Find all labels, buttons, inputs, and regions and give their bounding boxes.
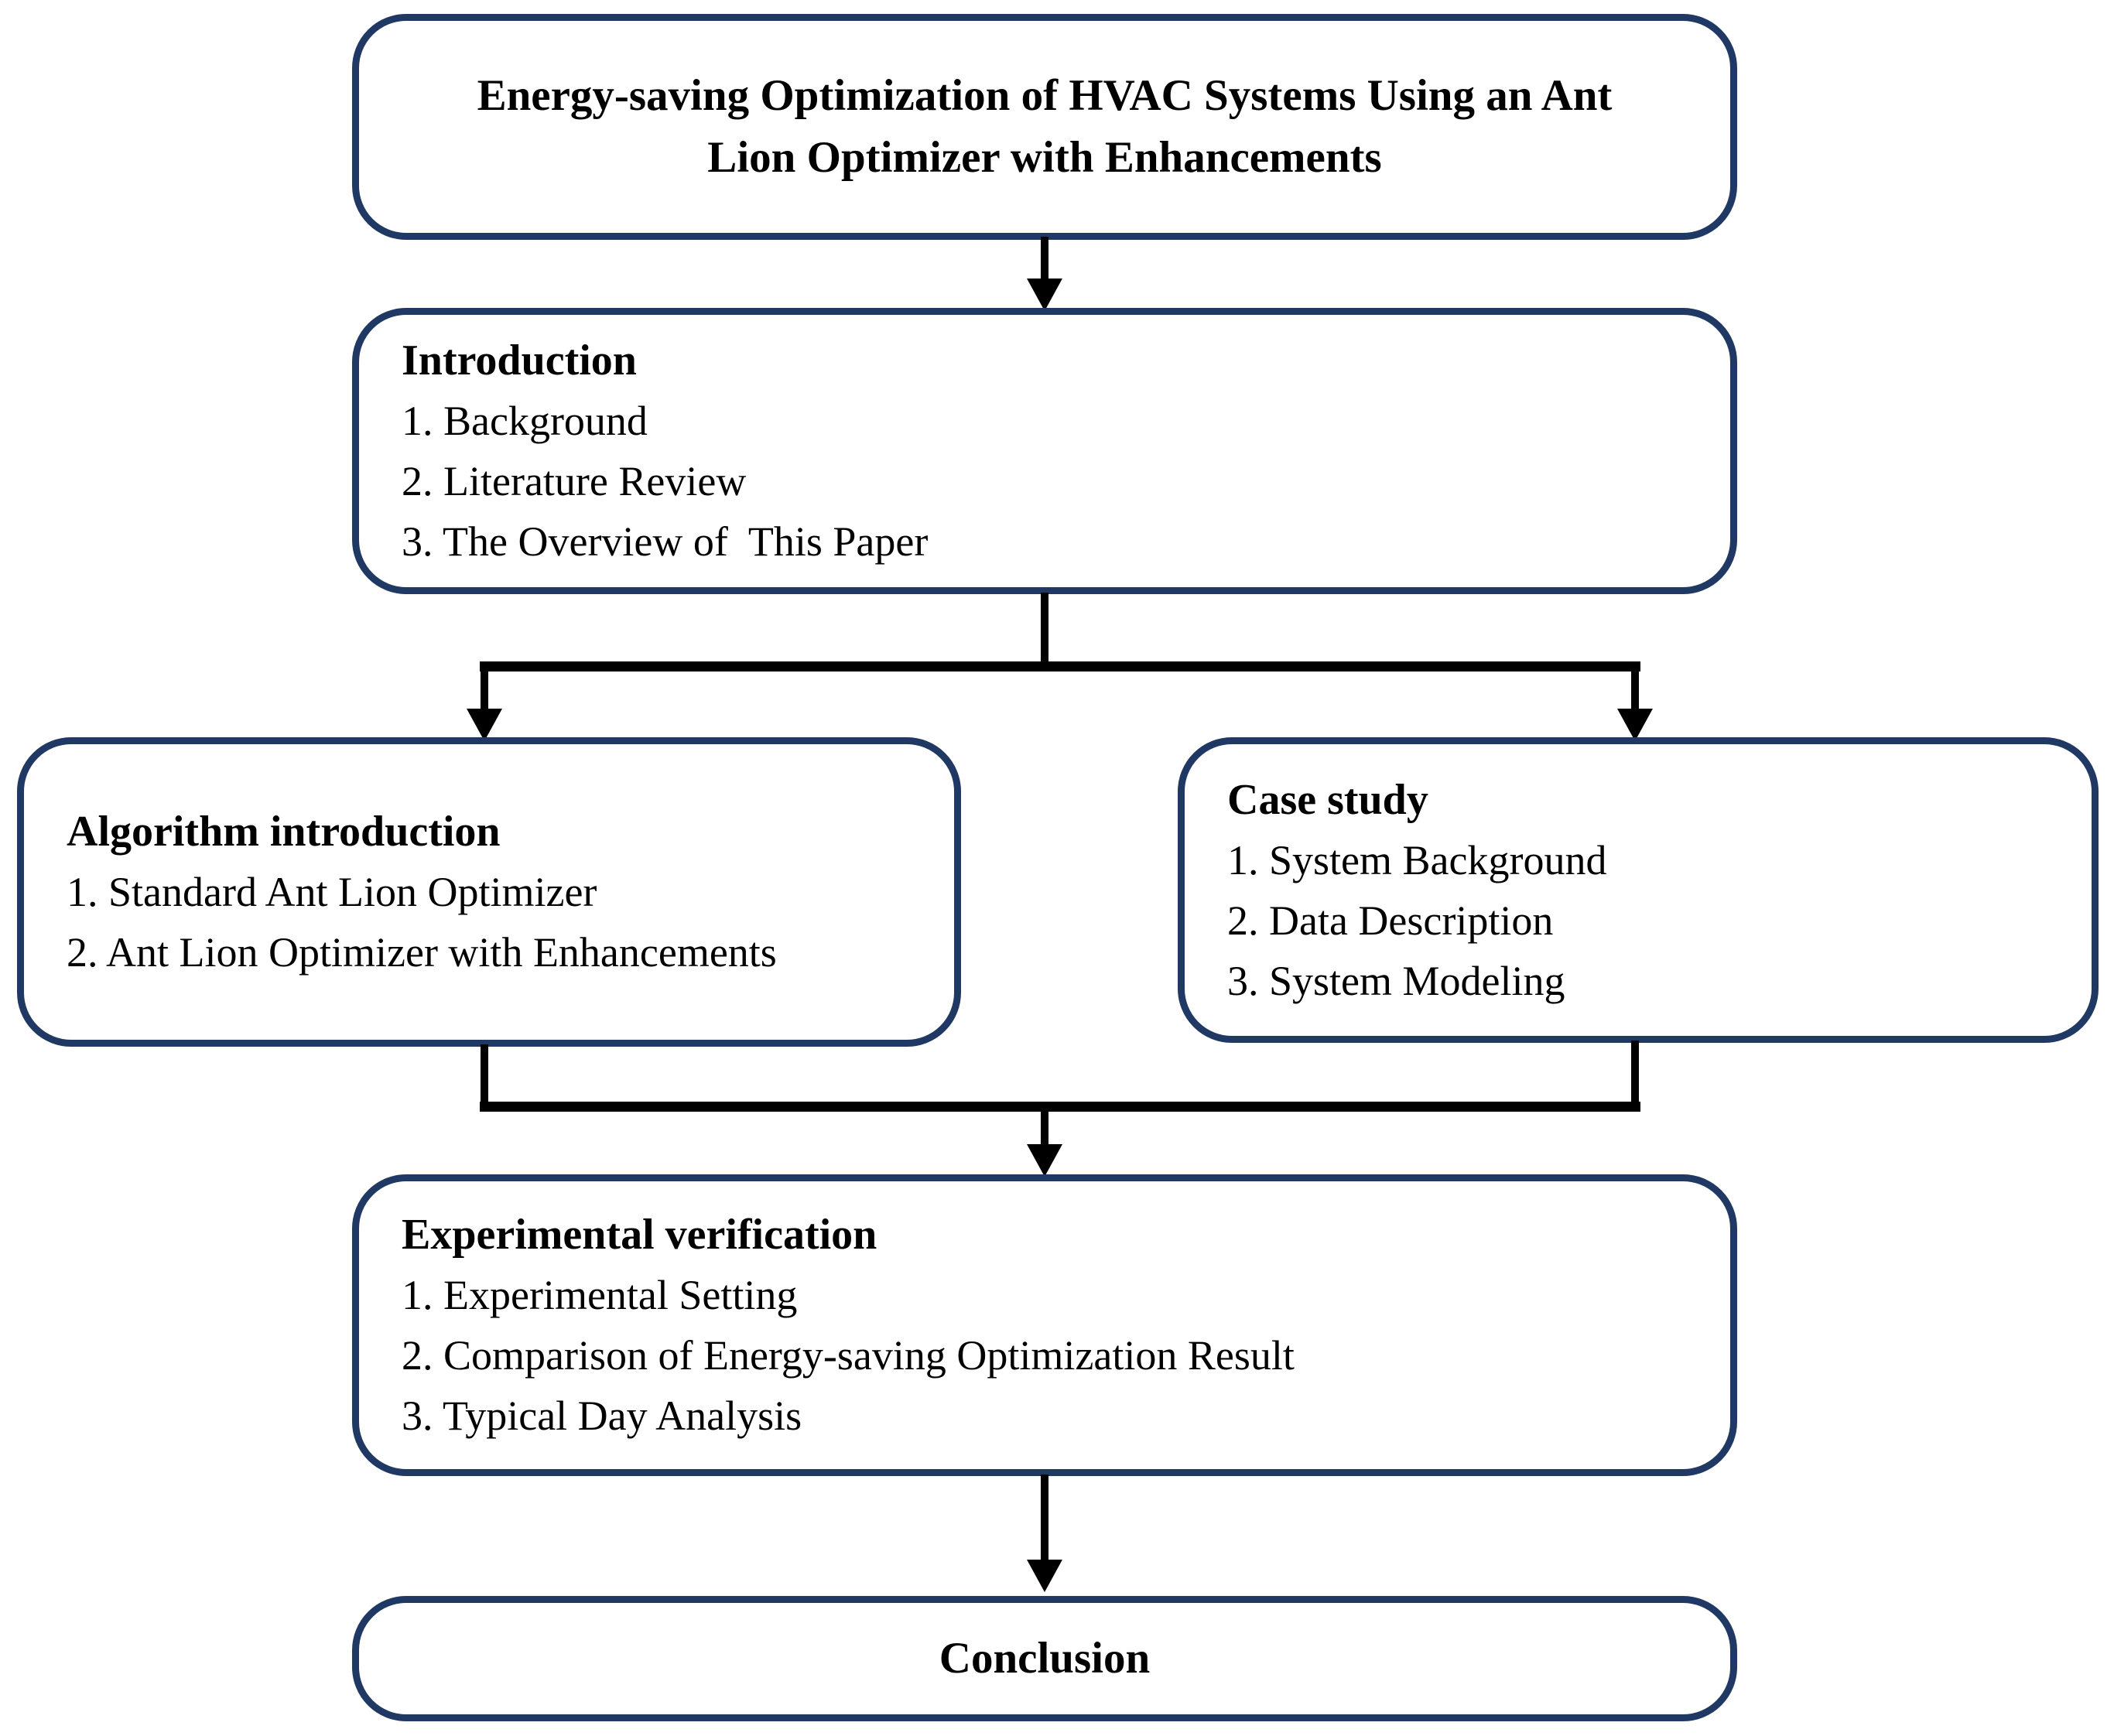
experimental-heading: Experimental verification — [402, 1211, 877, 1259]
arrow-down-icon — [1027, 279, 1062, 311]
introduction-item-1: 1. Background — [402, 398, 648, 444]
case-study-item-3: 3. System Modeling — [1227, 957, 1565, 1004]
title-line-1: Energy-saving Optimization of HVAC Syste… — [477, 71, 1613, 120]
introduction-heading: Introduction — [402, 337, 637, 384]
arrow-down-icon — [1617, 709, 1653, 741]
connector-introduction-split-stem — [1041, 593, 1048, 670]
case-study-item-1: 1. System Background — [1227, 836, 1607, 883]
introduction-item-2: 2. Literature Review — [402, 458, 747, 504]
connector-merge-left-stem — [481, 1044, 488, 1106]
connector-split-bar — [480, 661, 1640, 672]
experimental-verification-box: Experimental verification 1. Experimenta… — [352, 1174, 1737, 1476]
case-study-heading: Case study — [1227, 775, 1428, 824]
connector-title-to-introduction-stem — [1041, 237, 1048, 282]
arrow-down-icon — [467, 709, 502, 741]
connector-merge-bar — [480, 1102, 1640, 1112]
algorithm-heading: Algorithm introduction — [67, 808, 501, 856]
algorithm-item-2: 2. Ant Lion Optimizer with Enhancements — [67, 929, 777, 976]
connector-merge-right-stem — [1631, 1041, 1639, 1106]
connector-merge-drop-stem — [1041, 1110, 1048, 1149]
arrow-down-icon — [1027, 1560, 1062, 1592]
title-box: Energy-saving Optimization of HVAC Syste… — [352, 14, 1737, 240]
experimental-item-1: 1. Experimental Setting — [402, 1272, 798, 1318]
connector-split-left-stem — [481, 670, 488, 712]
experimental-item-2: 2. Comparison of Energy-saving Optimizat… — [402, 1332, 1295, 1379]
conclusion-heading: Conclusion — [939, 1634, 1151, 1683]
case-study-box: Case study 1. System Background 2. Data … — [1178, 737, 2099, 1043]
title-line-2: Lion Optimizer with Enhancements — [707, 133, 1382, 182]
algorithm-introduction-box: Algorithm introduction 1. Standard Ant L… — [17, 737, 961, 1047]
conclusion-box: Conclusion — [352, 1596, 1737, 1721]
experimental-item-3: 3. Typical Day Analysis — [402, 1393, 802, 1439]
introduction-box: Introduction 1. Background 2. Literature… — [352, 308, 1737, 594]
algorithm-item-1: 1. Standard Ant Lion Optimizer — [67, 869, 597, 915]
case-study-item-2: 2. Data Description — [1227, 897, 1554, 944]
connector-split-right-stem — [1631, 670, 1639, 712]
introduction-item-3: 3. The Overview of This Paper — [402, 518, 929, 565]
arrow-down-icon — [1027, 1144, 1062, 1177]
connector-experimental-to-conclusion-stem — [1041, 1475, 1048, 1563]
